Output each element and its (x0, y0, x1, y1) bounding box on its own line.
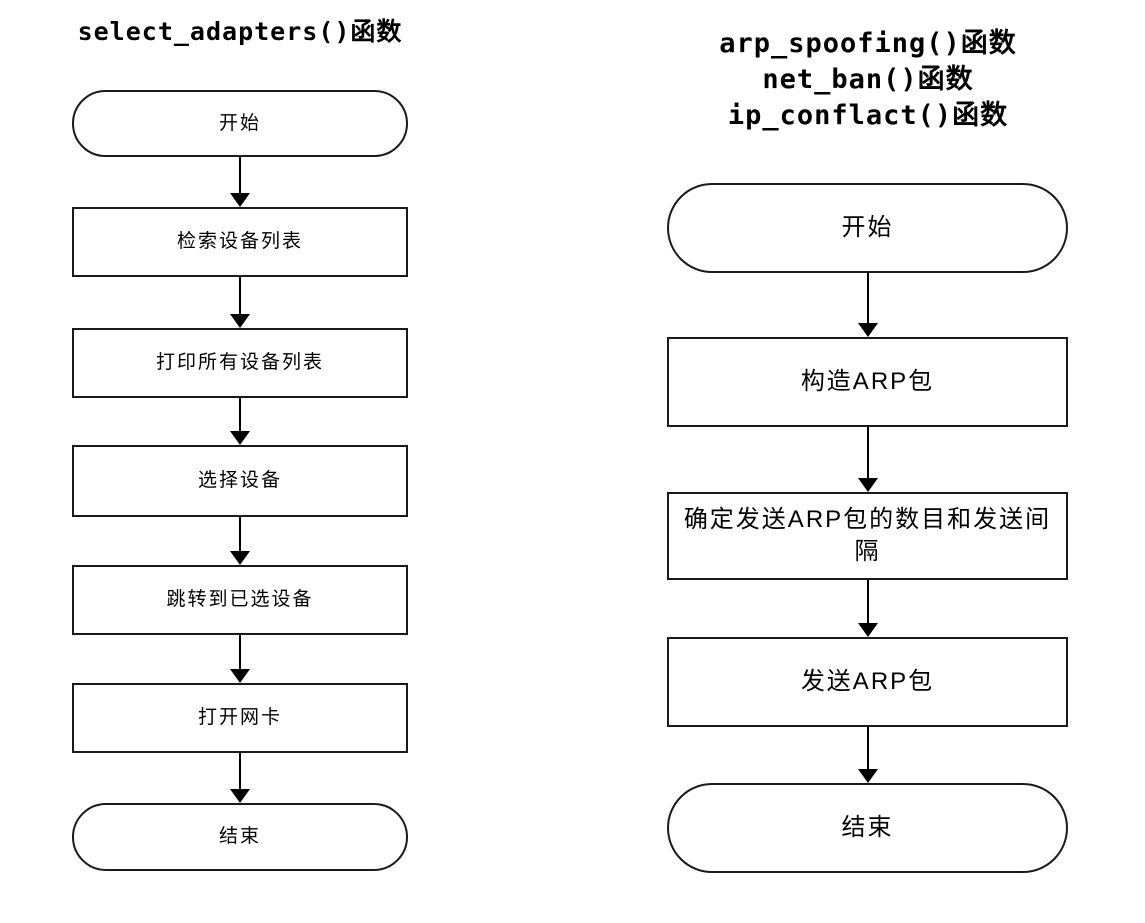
left-node-end: 结束 (72, 803, 408, 871)
right-node-step1-label: 构造ARP包 (800, 368, 935, 396)
flow-arrow-icon (858, 727, 878, 783)
left-node-step3-label: 选择设备 (197, 470, 282, 492)
flow-arrow-icon (858, 580, 878, 637)
left-node-end-label: 结束 (218, 826, 261, 848)
flow-arrow-icon (230, 157, 250, 207)
right-chart-title: arp_spoofing()函数 net_ban()函数 ip_conflact… (648, 26, 1088, 134)
right-node-end: 结束 (667, 783, 1068, 873)
right-node-start-label: 开始 (841, 214, 894, 242)
right-node-step2-label: 确定发送ARP包的数目和发送间隔 (683, 506, 1052, 565)
right-node-end-label: 结束 (841, 814, 894, 842)
right-chart-title-line3: ip_conflact()函数 (727, 100, 1009, 131)
right-chart-title-line2: net_ban()函数 (762, 64, 974, 95)
flow-arrow-icon (858, 273, 878, 337)
left-node-step3: 选择设备 (72, 445, 408, 517)
right-node-step3: 发送ARP包 (667, 637, 1068, 727)
left-node-start: 开始 (72, 90, 408, 157)
left-node-step5-label: 打开网卡 (197, 707, 282, 729)
left-node-step1-label: 检索设备列表 (176, 231, 303, 253)
left-node-step1: 检索设备列表 (72, 207, 408, 277)
left-chart-title: select_adapters()函数 (77, 17, 403, 46)
left-node-step4-label: 跳转到已选设备 (166, 589, 314, 611)
left-node-step2: 打印所有设备列表 (72, 328, 408, 398)
left-node-step4: 跳转到已选设备 (72, 565, 408, 635)
left-node-start-label: 开始 (218, 112, 261, 134)
right-chart-title-line1: arp_spoofing()函数 (719, 28, 1017, 59)
right-node-start: 开始 (667, 183, 1068, 273)
flow-arrow-icon (230, 277, 250, 328)
flow-arrow-icon (230, 517, 250, 565)
right-node-step2: 确定发送ARP包的数目和发送间隔 (667, 492, 1068, 580)
flow-arrow-icon (230, 753, 250, 803)
flow-arrow-icon (858, 427, 878, 492)
right-node-step3-label: 发送ARP包 (800, 668, 935, 696)
left-node-step5: 打开网卡 (72, 683, 408, 753)
left-node-step2-label: 打印所有设备列表 (155, 352, 324, 374)
flow-arrow-icon (230, 635, 250, 683)
flow-arrow-icon (230, 398, 250, 445)
right-node-step1: 构造ARP包 (667, 337, 1068, 427)
